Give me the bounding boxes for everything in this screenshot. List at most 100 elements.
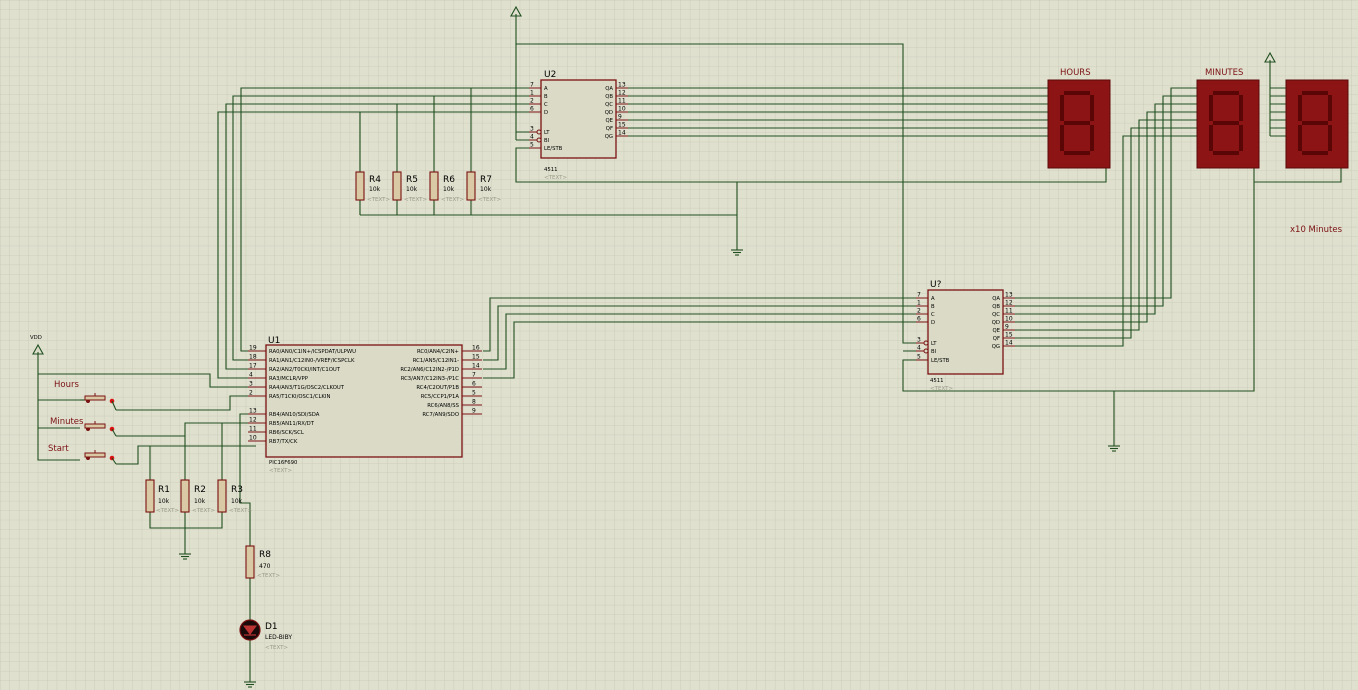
u3-pin-label: LE/STB [931,358,950,364]
resistor-value: 10k [480,186,492,193]
display-x10-minutes[interactable]: x10 Minutes [1285,79,1349,235]
resistor-value: 10k [231,498,243,505]
u1-pin-number: 3 [249,381,253,388]
u3-pin-number: 14 [1005,340,1013,347]
wires [37,14,1342,676]
button-label: Minutes [50,417,84,427]
u1-pin-number: 7 [472,372,476,379]
display-minutes[interactable]: MINUTES [1196,68,1260,169]
inversion-bubble [536,129,542,135]
resistor-text: <TEXT> [229,508,252,514]
vdd-label: VDD [30,335,42,341]
u3-pin-number: 15 [1005,332,1013,339]
u3-pin-number: 13 [1005,292,1013,299]
resistor-ref: R7 [480,175,492,185]
u2-pin-label: LE/STB [544,146,563,152]
u2-pin-number: 11 [618,98,626,105]
resistor-icon [145,479,155,513]
u1-pin-number: 17 [249,363,257,370]
u3-pin-number: 4 [917,345,921,352]
led-icon [239,619,261,641]
u2-ref: U2 [544,70,556,80]
u1-pin-number: 11 [249,426,257,433]
u1-pin-number: 5 [472,390,476,397]
resistor-text: <TEXT> [404,197,427,203]
resistor-r6[interactable]: R6 10k <TEXT> [429,171,464,203]
resistor-r1[interactable]: R1 10k <TEXT> [145,479,179,514]
decoder-u2[interactable]: U2 4511 <TEXT> [540,70,617,181]
u2-pin-number: 10 [618,106,626,113]
u3-pin-label: A [931,296,935,302]
resistor-ref: R6 [443,175,455,185]
resistor-value: 10k [406,186,418,193]
resistor-r8[interactable]: R8 470 <TEXT> [245,545,280,579]
u1-part: PIC16F690 [269,460,298,466]
u1-pin-number: 4 [249,372,253,379]
u2-pin-number: 5 [530,142,534,149]
led-ref: D1 [265,622,278,632]
resistor-text: <TEXT> [441,197,464,203]
u2-pin-label: B [544,94,548,100]
resistor-value: 10k [194,498,206,505]
resistor-r4[interactable]: R4 10k <TEXT> [355,171,390,203]
push-button-icon [80,393,117,411]
u2-pin-number: 14 [618,130,626,137]
resistor-r2[interactable]: R2 10k <TEXT> [180,479,215,514]
u3-pin-number: 9 [1005,324,1009,331]
u1-pin-label: RC2/AN6/C12IN2-/P1D [400,367,459,373]
u1-pin-number: 13 [249,408,257,415]
vdd-power-arrow-icon [32,343,44,355]
decoder-u3[interactable]: U? 4511 <TEXT> [927,280,1004,392]
microcontroller-u1[interactable]: U1 PIC16F690 <TEXT> [265,336,463,474]
resistor-ref: R2 [194,485,206,495]
u2-pin-number: 6 [530,106,534,113]
resistor-icon [355,171,365,201]
u2-pin-label: QC [605,102,613,108]
u3-pin-number: 12 [1005,300,1013,307]
resistor-r3[interactable]: R3 10k <TEXT> [217,479,252,514]
u1-pin-number: 16 [472,345,480,352]
u2-pin-number: 3 [530,126,534,133]
u2-pin-label: A [544,86,548,92]
u1-pin-label: RC6/AN8/SS [427,403,459,409]
u2-pin-label: QB [605,94,613,100]
u1-pin-number: 6 [472,381,476,388]
resistor-text: <TEXT> [478,197,501,203]
u3-pin-number: 5 [917,354,921,361]
resistor-value: 470 [259,563,271,570]
led-d1[interactable]: D1 LED-BIBY <TEXT> [239,619,292,651]
display-hours[interactable]: HOURS [1047,68,1111,169]
u1-pin-label: RC0/AN4/C2IN+ [417,349,459,355]
resistor-icon [180,479,190,513]
u2-pin-number: 2 [530,98,534,105]
display-hours-label: HOURS [1060,68,1091,78]
power-arrow-icon [510,5,522,17]
u1-pin-label: RB4/AN10/SDI/SDA [269,412,320,418]
u1-text: <TEXT> [269,468,292,474]
push-button-minutes[interactable]: Minutes [50,417,117,437]
u3-pin-number: 11 [1005,308,1013,315]
u2-pin-number: 15 [618,122,626,129]
push-button-icon [84,450,117,465]
seven-segment-icon [1285,79,1349,169]
u2-pin-label: QD [605,110,613,116]
u1-pin-label: RB6/SCK/SCL [269,430,304,436]
u3-pin-label: QC [992,312,1000,318]
u3-pin-number: 6 [917,316,921,323]
u1-pin-number: 10 [249,435,257,442]
push-button-start[interactable]: Start [48,444,117,465]
u3-pin-label: QB [992,304,1000,310]
resistor-r5[interactable]: R5 10k <TEXT> [392,171,427,203]
led-value: LED-BIBY [265,634,292,641]
resistor-value: 10k [158,498,170,505]
inversion-bubble [536,137,542,143]
u1-pin-label: RC5/CCP1/P1A [421,394,460,400]
u2-pin-label: QE [605,118,613,124]
resistor-ref: R4 [369,175,381,185]
u2-text: <TEXT> [544,175,567,181]
inversion-bubble [923,340,929,346]
push-button-hours[interactable]: Hours [54,380,117,411]
resistor-icon [217,479,227,513]
resistor-r7[interactable]: R7 10k <TEXT> [466,171,501,203]
